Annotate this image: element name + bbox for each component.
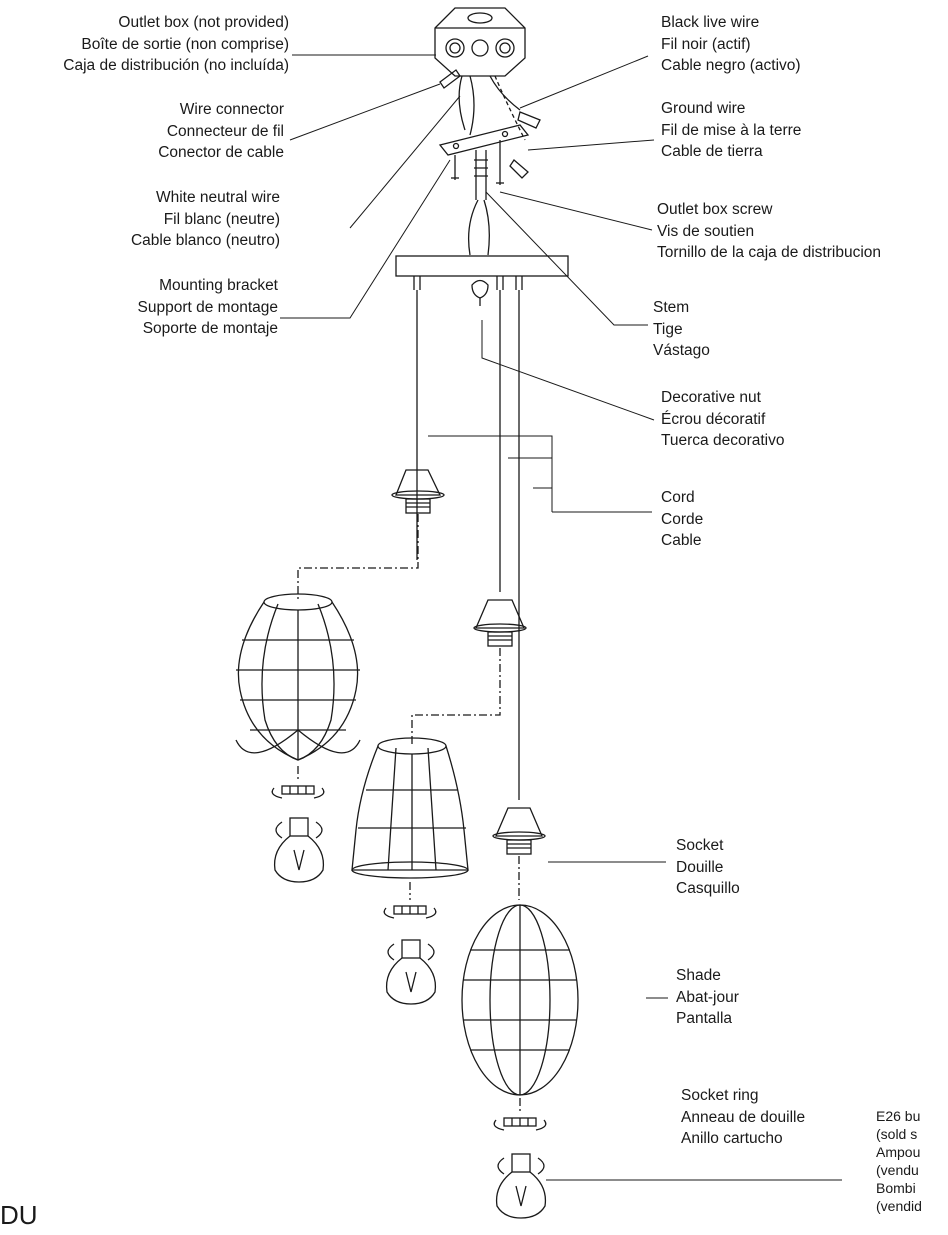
- label-cord-fr: Corde: [661, 510, 704, 528]
- canopy-drawing: [395, 255, 569, 277]
- label-wire-connector-es: Conector de cable: [158, 144, 284, 161]
- socket-ring-drawing: [271, 785, 547, 1131]
- label-stem: Stem Tige Vástago: [653, 297, 710, 362]
- shade-2-drawing: [351, 737, 469, 879]
- label-outlet-box-screw: Outlet box screw Vis de soutien Tornillo…: [657, 199, 881, 264]
- label-bulb-line2: (sold s: [876, 1126, 918, 1142]
- label-bulb-line5: Bombi: [876, 1180, 916, 1196]
- label-outlet-box-en: Outlet box (not provided): [118, 14, 289, 31]
- label-wire-connector-en: Wire connector: [179, 101, 284, 118]
- label-outlet-screw-es: Tornillo de la caja de distribucion: [657, 244, 882, 261]
- label-bulb-line4: (vendu: [876, 1162, 919, 1178]
- label-mounting-bracket: Mounting bracket Support de montage Sopo…: [138, 275, 278, 340]
- label-cord-es: Cable: [661, 532, 702, 549]
- label-outlet-screw-fr: Vis de soutien: [657, 222, 755, 240]
- label-socket-ring-es: Anillo cartucho: [681, 1130, 783, 1147]
- label-outlet-screw-en: Outlet box screw: [657, 201, 773, 218]
- label-white-neutral-en: White neutral wire: [155, 189, 280, 206]
- socket-3-drawing: [492, 807, 546, 855]
- bulb-drawing: [273, 817, 547, 1219]
- shade-1-drawing: [235, 593, 361, 761]
- label-ground-wire: Ground wire Fil de mise à la terre Cable…: [661, 98, 801, 163]
- label-white-neutral-es: Cable blanco (neutro): [130, 232, 280, 249]
- shade-3-drawing: [461, 904, 579, 1096]
- label-outlet-box: Outlet box (not provided) Boîte de sorti…: [63, 12, 289, 77]
- label-black-live-fr: Fil noir (actif): [661, 35, 751, 53]
- label-socket: Socket Douille Casquillo: [676, 835, 740, 900]
- corner-text: DU: [0, 1200, 38, 1230]
- socket-1-drawing: [391, 469, 445, 514]
- label-outlet-box-es: Caja de distribución (no incluída): [63, 57, 289, 74]
- label-bulb-line1: E26 bu: [876, 1108, 921, 1124]
- label-decorative-nut-es: Tuerca decorativo: [661, 432, 785, 449]
- label-shade-en: Shade: [676, 967, 721, 984]
- mounting-bracket-drawing: [438, 124, 530, 185]
- label-socket-ring-fr: Anneau de douille: [681, 1108, 806, 1126]
- label-socket-es: Casquillo: [676, 880, 740, 897]
- label-shade-es: Pantalla: [676, 1010, 733, 1027]
- label-white-neutral-wire: White neutral wire Fil blanc (neutre) Ca…: [131, 187, 280, 252]
- label-ground-wire-en: Ground wire: [661, 100, 746, 117]
- label-cord-en: Cord: [661, 489, 695, 506]
- label-mounting-bracket-en: Mounting bracket: [159, 277, 278, 294]
- label-decorative-nut-fr: Écrou décoratif: [661, 410, 766, 428]
- label-e26-bulb: E26 bu (sold s Ampou (vendu Bombi (vendi…: [876, 1107, 922, 1215]
- label-decorative-nut-en: Decorative nut: [661, 389, 761, 406]
- label-outlet-box-fr: Boîte de sortie (non comprise): [81, 35, 289, 53]
- label-shade: Shade Abat-jour Pantalla: [676, 965, 739, 1030]
- label-white-neutral-fr: Fil blanc (neutre): [163, 210, 280, 228]
- label-ground-wire-es: Cable de tierra: [661, 143, 763, 160]
- wire-connector-drawing: [439, 69, 541, 179]
- label-bulb-line3: Ampou: [876, 1144, 921, 1160]
- label-black-live-en: Black live wire: [661, 14, 760, 31]
- label-mounting-bracket-fr: Support de montage: [137, 298, 278, 316]
- label-socket-ring: Socket ring Anneau de douille Anillo car…: [681, 1085, 805, 1150]
- label-black-live-wire: Black live wire Fil noir (actif) Cable n…: [661, 12, 801, 77]
- socket-2-drawing: [473, 599, 527, 647]
- label-stem-es: Vástago: [653, 342, 710, 359]
- label-shade-fr: Abat-jour: [676, 988, 739, 1006]
- label-black-live-es: Cable negro (activo): [661, 57, 801, 74]
- label-wire-connector: Wire connector Connecteur de fil Conecto…: [158, 99, 284, 164]
- label-mounting-bracket-es: Soporte de montaje: [142, 320, 278, 337]
- label-socket-ring-en: Socket ring: [681, 1087, 759, 1104]
- label-cord: Cord Corde Cable: [661, 487, 703, 552]
- outlet-box-drawing: [434, 7, 526, 77]
- label-stem-en: Stem: [653, 299, 690, 316]
- label-ground-wire-fr: Fil de mise à la terre: [661, 121, 802, 139]
- label-wire-connector-fr: Connecteur de fil: [166, 122, 284, 140]
- label-bulb-line6: (vendid: [876, 1198, 922, 1214]
- label-decorative-nut: Decorative nut Écrou décoratif Tuerca de…: [661, 387, 785, 452]
- label-socket-en: Socket: [676, 837, 724, 854]
- label-socket-fr: Douille: [676, 858, 724, 876]
- label-stem-fr: Tige: [653, 320, 683, 338]
